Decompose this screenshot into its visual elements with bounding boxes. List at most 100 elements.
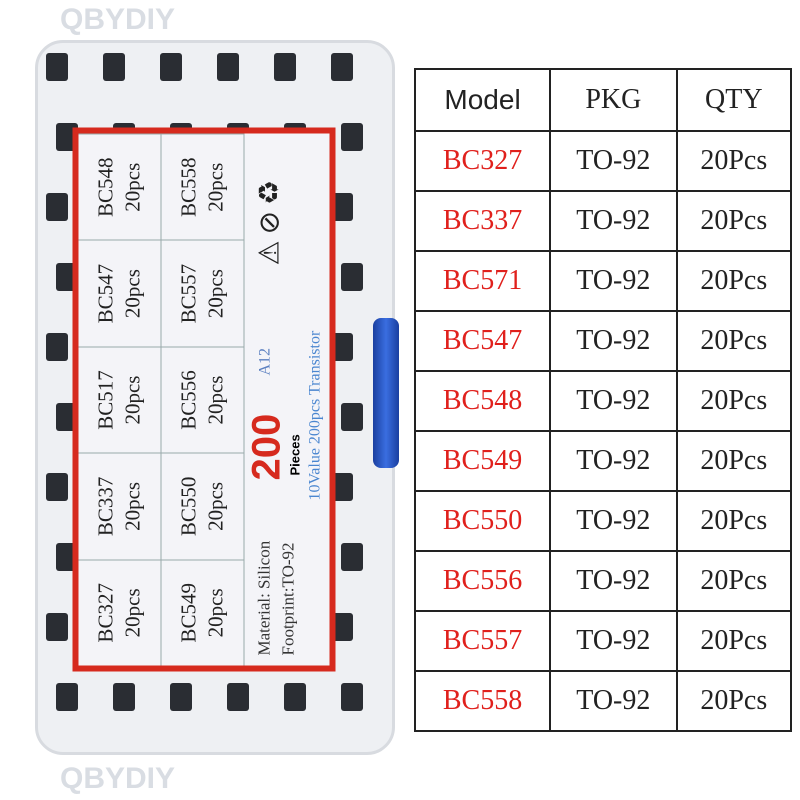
material-text: Material: Silicon [254, 540, 274, 656]
header-model: Model [413, 68, 552, 132]
transistor [331, 193, 353, 221]
cell-model: BC556 [176, 370, 201, 430]
product-description: 10Value 200pcs Transistor [306, 330, 324, 501]
transistor [46, 333, 68, 361]
cell-qty: 20Pcs [675, 190, 793, 252]
cell-pkg: TO-92 [549, 670, 678, 732]
transistor [341, 683, 363, 711]
transistor [227, 683, 249, 711]
cell-qty: 20Pcs [675, 490, 793, 552]
cell-model: BC549 [176, 583, 201, 643]
table-header-row: Model PKG QTY [413, 68, 793, 132]
transistor [341, 263, 363, 291]
cell-pkg: TO-92 [549, 310, 678, 372]
cell-model: BC558 [413, 670, 552, 732]
cell-qty: 20Pcs [675, 430, 793, 492]
cell-pkg: TO-92 [549, 430, 678, 492]
cell-pkg: TO-92 [549, 370, 678, 432]
transistor [284, 683, 306, 711]
watermark: QBYDIY [60, 3, 176, 36]
cell-pkg: TO-92 [549, 190, 678, 252]
footprint-text: Footprint:TO-92 [278, 542, 298, 656]
transistor [113, 683, 135, 711]
cell-model: BC550 [176, 476, 201, 537]
cell-qty: 20pcs [203, 269, 228, 319]
cell-model: BC327 [413, 130, 552, 192]
cell-qty: 20pcs [120, 375, 145, 425]
cell-pkg: TO-92 [549, 610, 678, 672]
transistor [341, 543, 363, 571]
cell-pkg: TO-92 [549, 550, 678, 612]
cell-model: BC556 [413, 550, 552, 612]
cell-qty: 20Pcs [675, 370, 793, 432]
cell-qty: 20pcs [120, 481, 145, 531]
box-latch [373, 318, 399, 468]
transistor [331, 333, 353, 361]
cell-qty: 20Pcs [675, 670, 793, 732]
cell-qty: 20pcs [203, 375, 228, 425]
transistor [46, 193, 68, 221]
transistor [160, 53, 182, 81]
header-pkg: PKG [549, 68, 678, 132]
cell-model: BC558 [176, 157, 201, 217]
cell-qty: 20pcs [203, 481, 228, 531]
watermark: QBYDIY [60, 762, 176, 795]
cell-model: BC549 [413, 430, 552, 492]
cell-model: BC571 [413, 250, 552, 312]
transistor [170, 683, 192, 711]
cell-model: BC547 [413, 310, 552, 372]
piece-count: 200 [244, 413, 289, 481]
transistor [56, 683, 78, 711]
transistor [46, 613, 68, 641]
product-code: A12 [256, 347, 274, 376]
cell-pkg: TO-92 [549, 490, 678, 552]
cell-model: BC557 [413, 610, 552, 672]
transistor [331, 53, 353, 81]
pieces-text: Pieces [287, 434, 303, 476]
cell-model: BC517 [93, 370, 118, 430]
transistor [217, 53, 239, 81]
cell-pkg: TO-92 [549, 250, 678, 312]
transistor [331, 473, 353, 501]
cell-model: BC337 [93, 476, 118, 537]
cell-model: BC327 [93, 583, 118, 643]
transistor [341, 123, 363, 151]
cell-model: BC548 [93, 157, 118, 217]
cell-qty: 20pcs [203, 588, 228, 638]
cell-qty: 20pcs [203, 162, 228, 212]
cell-qty: 20Pcs [675, 310, 793, 372]
transistor [331, 613, 353, 641]
cell-pkg: TO-92 [549, 130, 678, 192]
cell-qty: 20Pcs [675, 610, 793, 672]
cell-qty: 20Pcs [675, 130, 793, 192]
cell-qty: 20Pcs [675, 550, 793, 612]
cell-model: BC547 [93, 263, 118, 324]
transistor [46, 473, 68, 501]
cell-qty: 20pcs [120, 588, 145, 638]
cell-model: BC548 [413, 370, 552, 432]
transistor [46, 53, 68, 81]
warning-icons: ⚠⊘♻ [254, 173, 286, 266]
cell-model: BC557 [176, 263, 201, 324]
cell-model: BC550 [413, 490, 552, 552]
cell-qty: 20Pcs [675, 250, 793, 312]
